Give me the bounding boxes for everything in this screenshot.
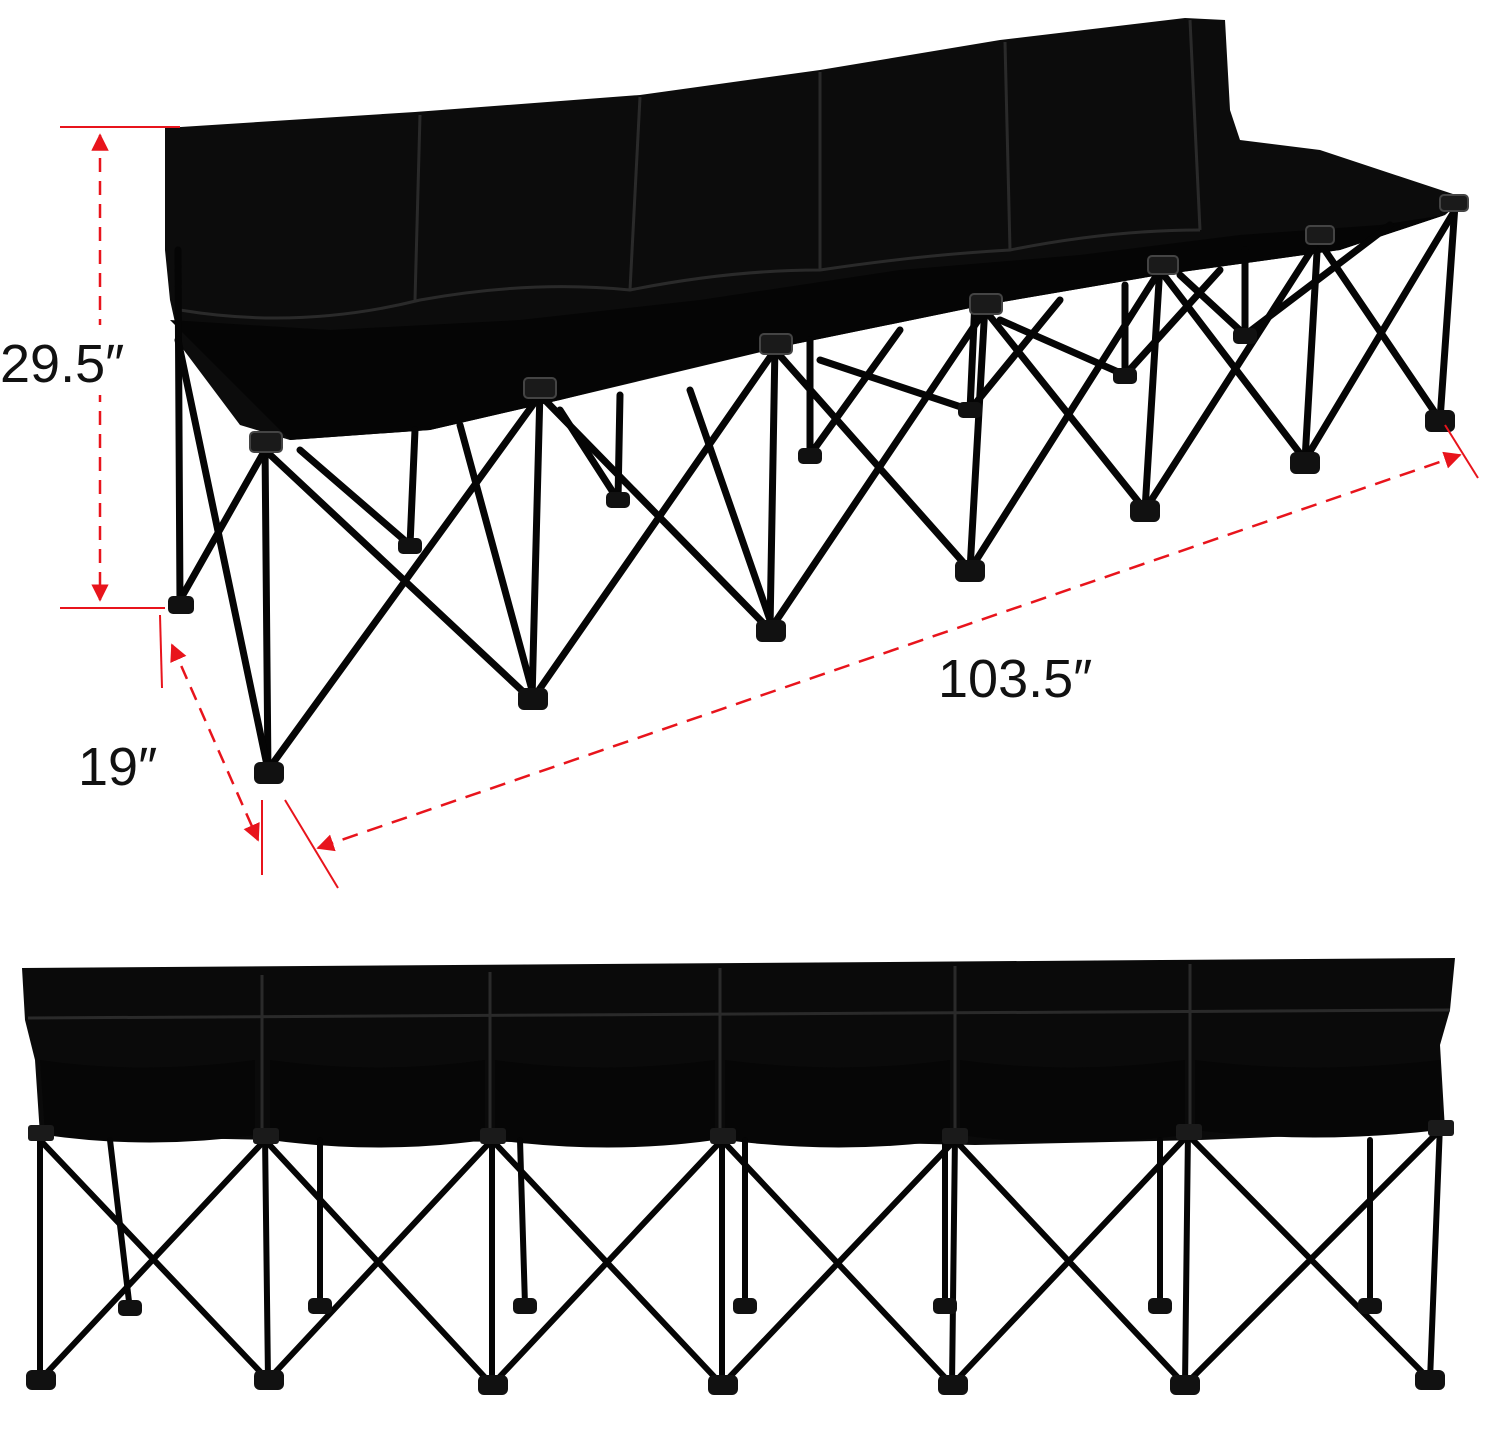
front-bench-feet	[26, 1298, 1445, 1395]
front-frame-joints	[28, 1120, 1454, 1144]
depth-label: 19″	[78, 737, 157, 797]
height-label: 29.5″	[0, 334, 124, 394]
front-bench-frame	[37, 1122, 1443, 1388]
frame-joints	[249, 194, 1469, 453]
front-seams	[27, 964, 1451, 1140]
front-seat-panels	[40, 1060, 1440, 1148]
perspective-bench	[165, 18, 1469, 784]
front-bench	[22, 958, 1455, 1395]
fabric-seams	[179, 19, 1202, 320]
length-dimension: 103.5″	[284, 424, 1479, 889]
length-label: 103.5″	[938, 649, 1092, 709]
depth-dimension: 19″	[72, 614, 263, 875]
height-dimension: 29.5″	[0, 126, 180, 609]
bench-seat	[170, 215, 1445, 440]
